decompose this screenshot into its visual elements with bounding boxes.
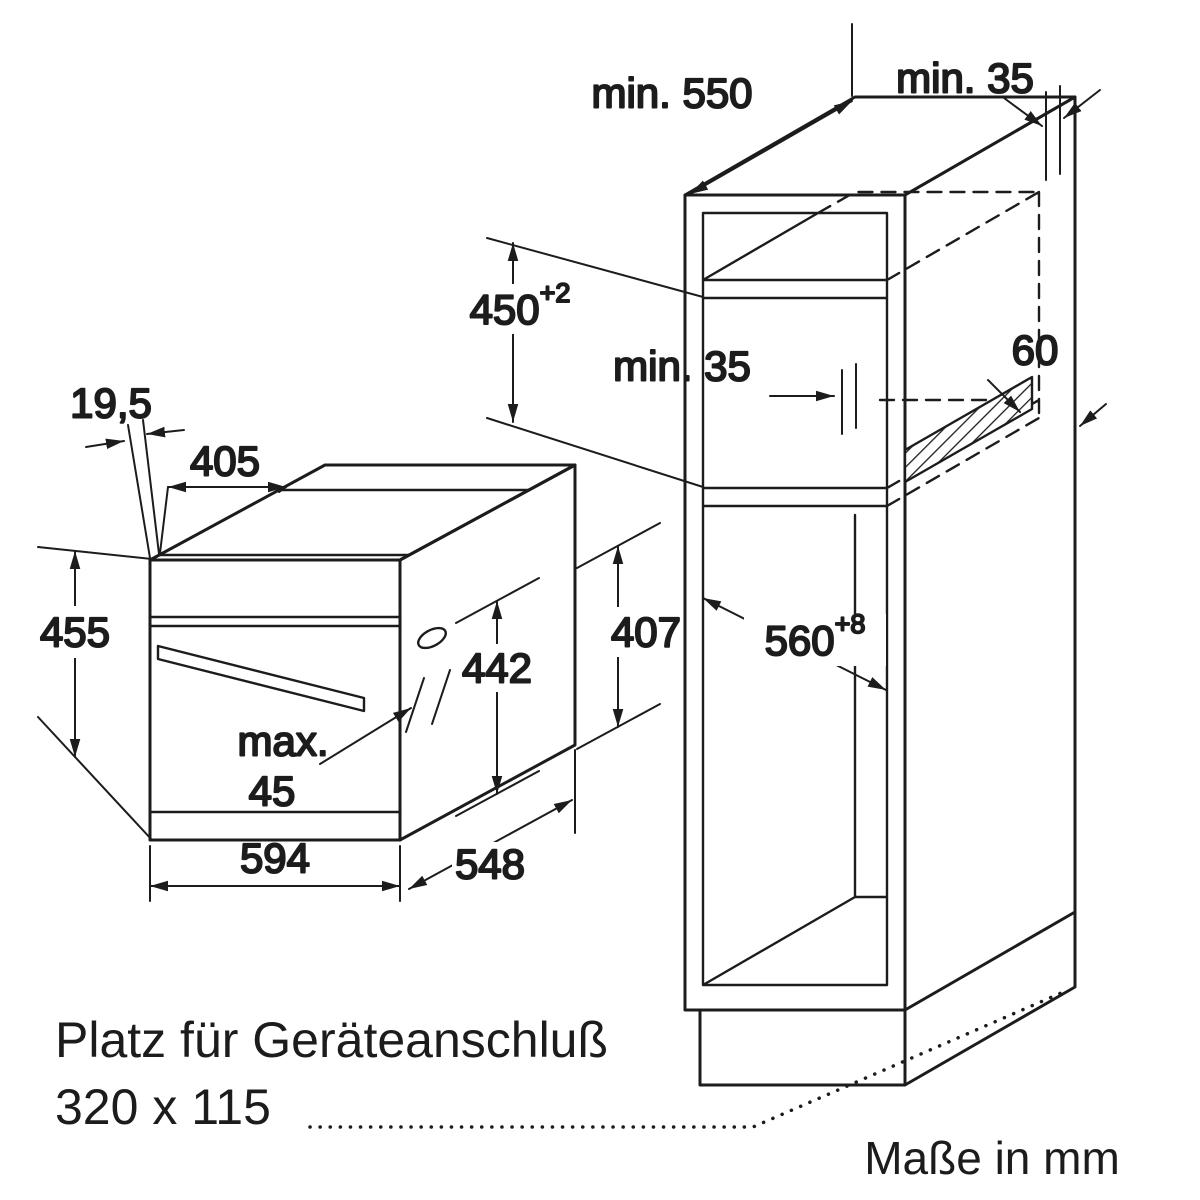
vent-hatch-strip — [903, 375, 1034, 484]
arrow — [1079, 403, 1107, 427]
dim-inner-height: 442 — [455, 577, 540, 817]
dim-line — [689, 100, 853, 195]
arrow — [319, 707, 412, 765]
ext-line — [37, 546, 153, 560]
oven-panel-lines — [148, 488, 531, 814]
dim-niche-height-label: 450+2 — [470, 278, 571, 333]
wall-arrow — [1079, 403, 1107, 427]
arrow — [1063, 89, 1101, 119]
dim-top-rear-gap-label: min. 35 — [896, 55, 1034, 102]
arrow — [146, 426, 185, 438]
label-backdrop — [46, 606, 104, 658]
niche-height-value: 450 — [470, 286, 540, 333]
dim-fascia-depth: 19,5 — [69, 379, 185, 559]
ext-line — [431, 669, 451, 725]
dim-body-height-label: 407 — [611, 609, 681, 656]
connection-note-line1: Platz für Geräteanschluß — [55, 1012, 608, 1068]
cabinet-drawing: min. 550 min. 35 450+2 min. 35 60 — [452, 23, 1107, 1087]
ext-line — [159, 486, 169, 554]
cabinet-hidden-edges — [816, 190, 1041, 508]
ext-line — [486, 237, 704, 298]
dim-min-depth-label: min. 550 — [591, 70, 752, 117]
dim-vent-width-label: 60 — [1012, 327, 1059, 374]
dim-oven-depth-label: 548 — [455, 841, 525, 888]
cabinet-side-face — [903, 95, 1077, 1012]
connection-leader-dotted-line — [308, 988, 1070, 1129]
oven-side-grip-icon — [417, 626, 447, 650]
dim-niche-depth: 560+8 — [702, 597, 887, 691]
dim-rear-gap: min. 35 — [612, 342, 857, 435]
units-note: Maße in mm — [864, 1132, 1120, 1184]
dim-niche-depth-label: 560+8 — [765, 609, 866, 664]
dim-inner-height-label: 442 — [462, 645, 532, 692]
connection-note-line2: 320 x 115 — [55, 1079, 271, 1135]
niche-depth-value: 560 — [765, 617, 835, 664]
label-backdrop — [464, 644, 530, 692]
dim-oven-width: 594 — [149, 834, 401, 902]
label-backdrop — [452, 842, 530, 888]
ext-line — [486, 417, 704, 488]
label-backdrop — [612, 607, 680, 657]
oven-door-handle — [156, 644, 366, 713]
ext-line — [405, 677, 425, 733]
cabinet-interior-lines — [701, 211, 889, 987]
label-backdrop — [744, 614, 886, 666]
dim-min-depth: min. 550 — [590, 23, 853, 195]
oven-body — [148, 463, 577, 842]
dim-handle-max-value: 45 — [249, 768, 296, 815]
oven-side-face — [398, 463, 577, 842]
label-backdrop — [452, 284, 588, 334]
dim-handle-max: max. 45 — [236, 669, 451, 816]
cabinet-front-face — [683, 193, 907, 1012]
dim-oven-height: 455 — [37, 546, 153, 841]
oven-drawing: 19,5 405 455 442 407 — [37, 379, 682, 902]
connection-note: Platz für Geräteanschluß 320 x 115 — [55, 1012, 608, 1135]
ext-line — [127, 424, 151, 559]
arrow — [85, 438, 125, 450]
dim-fascia-depth-label: 19,5 — [70, 380, 152, 427]
dim-top-depth: 405 — [159, 437, 287, 554]
dim-body-height: 407 — [576, 522, 682, 750]
niche-height-tolerance: +2 — [540, 278, 571, 308]
dim-oven-depth: 548 — [408, 749, 576, 890]
dim-top-rear-gap: min. 35 — [895, 54, 1101, 181]
dim-niche-height: 450+2 — [452, 237, 704, 488]
cabinet-body — [683, 95, 1077, 1087]
dim-handle-max-word: max. — [237, 718, 328, 765]
arrow — [1003, 97, 1043, 127]
dim-vent-width: 60 — [987, 326, 1059, 413]
dim-oven-width-label: 594 — [240, 835, 310, 882]
dim-rear-gap-label: min. 35 — [613, 343, 751, 390]
ext-line — [37, 716, 153, 841]
arrow — [987, 379, 1021, 413]
ext-line — [142, 419, 160, 555]
cabinet-plinth — [698, 910, 1077, 1087]
niche-depth-tolerance: +8 — [835, 609, 866, 639]
dim-top-depth-label: 405 — [190, 438, 260, 485]
dim-oven-height-label: 455 — [40, 609, 110, 656]
